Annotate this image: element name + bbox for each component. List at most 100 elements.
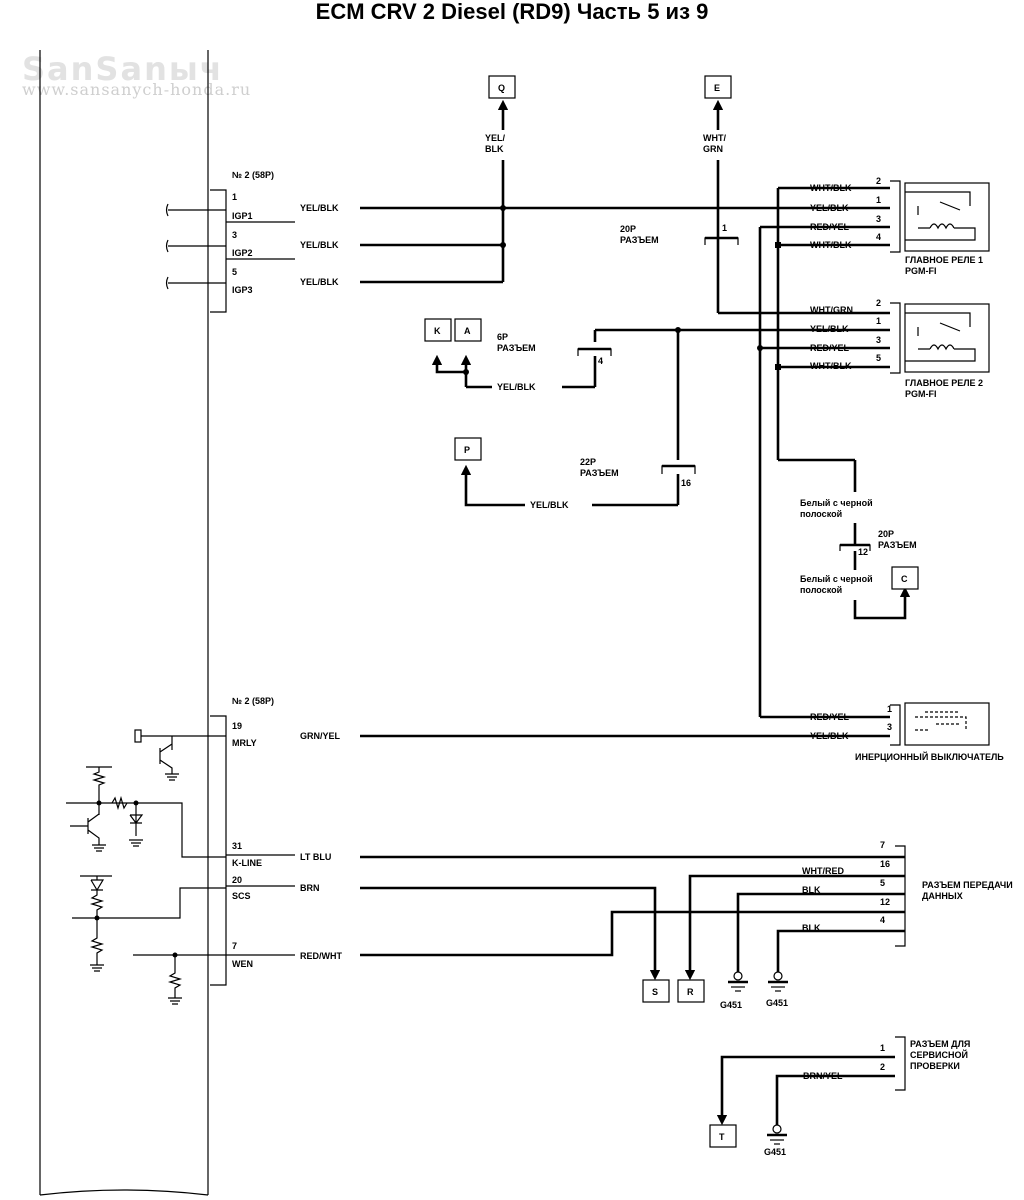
svg-text:RED/YEL: RED/YEL: [810, 712, 850, 722]
connector-label: 20P: [878, 529, 894, 539]
svg-text:2: 2: [880, 1062, 885, 1072]
ref-box-p: P: [464, 445, 470, 455]
wire-label: YEL/BLK: [300, 203, 339, 213]
svg-text:WHT/GRN: WHT/GRN: [810, 305, 853, 315]
page-title: ECM CRV 2 Diesel (RD9) Часть 5 из 9: [315, 0, 709, 24]
svg-text:WEN: WEN: [232, 959, 253, 969]
svg-text:5: 5: [880, 878, 885, 888]
connector-label: РАЗЪЕМ: [580, 468, 619, 478]
wire-label: YEL/BLK: [300, 277, 339, 287]
yel-blk-tree: 4 6P РАЗЪЕМ YEL/BLK K A 16 22P РАЗЪЕМ YE…: [424, 318, 890, 510]
svg-text:MRLY: MRLY: [232, 738, 257, 748]
watermark-brand: SanSanыч: [22, 50, 224, 88]
svg-text:WHT/BLK: WHT/BLK: [810, 183, 852, 193]
svg-text:WHT/RED: WHT/RED: [802, 866, 844, 876]
svg-text:1: 1: [880, 1043, 885, 1053]
main-relay-1: WHT/BLK YEL/BLK RED/YEL WHT/BLK 2 1 3 4 …: [810, 176, 990, 276]
svg-text:7: 7: [232, 941, 237, 951]
connector-label: 6P: [497, 332, 508, 342]
ground-g451-3: G451: [764, 1147, 786, 1157]
connector-pin: 12: [858, 547, 868, 557]
wire-label: LT BLU: [300, 852, 331, 862]
svg-text:20: 20: [232, 875, 242, 885]
ref-box-c: C: [901, 574, 908, 584]
svg-text:G451: G451: [766, 998, 788, 1008]
connector-label: 20P: [620, 224, 636, 234]
ref-box-q: Q: [488, 75, 516, 99]
svg-text:K-LINE: K-LINE: [232, 858, 262, 868]
svg-text:12: 12: [880, 897, 890, 907]
connector-pin: 16: [681, 478, 691, 488]
svg-text:2: 2: [876, 176, 881, 186]
dlc-label: ДАННЫХ: [922, 891, 963, 901]
svg-text:RED/YEL: RED/YEL: [810, 343, 850, 353]
svg-text:WHT/BLK: WHT/BLK: [810, 361, 852, 371]
pin-number: 3: [232, 230, 237, 240]
ref-box-k: K: [434, 326, 441, 336]
ecm-body: [39, 50, 209, 1196]
relay-2-label: PGM-FI: [905, 389, 937, 399]
ground-g451-2: G451: [766, 971, 788, 1008]
wire-label: WHT/: [703, 133, 726, 143]
red-yel-bus: [757, 225, 890, 719]
connector-pin: 1: [722, 223, 727, 233]
pin-name: IGP3: [232, 285, 253, 295]
bottom-wires: GRN/YEL LT BLU BRN RED/WHT: [300, 731, 905, 981]
ref-box-a: A: [464, 326, 471, 336]
inertia-switch-label: ИНЕРЦИОННЫЙ ВЫКЛЮЧАТЕЛЬ: [855, 751, 1004, 762]
svg-text:3: 3: [876, 335, 881, 345]
svg-text:YEL/BLK: YEL/BLK: [810, 731, 849, 741]
wire-label: YEL/BLK: [300, 240, 339, 250]
connector-pin: 4: [598, 356, 603, 366]
svg-text:WHT/BLK: WHT/BLK: [810, 240, 852, 250]
svg-text:3: 3: [887, 722, 892, 732]
wire-note: полоской: [800, 509, 842, 519]
ecm-connector-top-label: № 2 (58P): [232, 170, 274, 180]
ref-box-s: S: [642, 979, 670, 1003]
wire-label: GRN/YEL: [300, 731, 341, 741]
connector-label: РАЗЪЕМ: [497, 343, 536, 353]
svg-text:G451: G451: [720, 1000, 742, 1010]
svg-text:R: R: [687, 987, 694, 997]
ecm-internal-circuits: [66, 729, 226, 1005]
pin-number: 1: [232, 192, 237, 202]
svg-text:5: 5: [876, 353, 881, 363]
dlc-label: РАЗЪЕМ ПЕРЕДАЧИ: [922, 880, 1013, 890]
relay-2-label: ГЛАВНОЕ РЕЛЕ 2: [905, 378, 983, 388]
svg-text:RED/YEL: RED/YEL: [810, 222, 850, 232]
svg-text:1: 1: [876, 195, 881, 205]
ref-box-t: T: [719, 1132, 725, 1142]
svg-text:2: 2: [876, 298, 881, 308]
wire-label: YEL/: [485, 133, 506, 143]
svg-text:E: E: [714, 83, 720, 93]
ecm-connector-top: № 2 (58P) 1 IGP1 3 IGP2 5 IGP3: [165, 170, 295, 313]
ecm-connector-bottom: № 2 (58P) 19 MRLY 31 K-LINE 20 SCS 7 WEN: [210, 696, 295, 986]
wire-label: BRN: [300, 883, 320, 893]
svg-text:BLK: BLK: [802, 923, 821, 933]
pin-name: IGP2: [232, 248, 253, 258]
service-label: РАЗЪЕМ ДЛЯ: [910, 1039, 970, 1049]
igp-wires: YEL/BLK YEL/BLK YEL/BLK YEL/ BLK: [300, 99, 890, 287]
svg-text:19: 19: [232, 721, 242, 731]
pin-name: IGP1: [232, 211, 253, 221]
wire-note: полоской: [800, 585, 842, 595]
watermark-url: www.sansanych-honda.ru: [22, 80, 252, 99]
connector-label: 22P: [580, 457, 596, 467]
ref-box-r: R: [677, 979, 705, 1003]
pin-number: 5: [232, 267, 237, 277]
svg-text:Q: Q: [498, 83, 505, 93]
wire-label: RED/WHT: [300, 951, 342, 961]
svg-text:4: 4: [880, 915, 885, 925]
wire-label: GRN: [703, 144, 723, 154]
ecm-connector-bottom-label: № 2 (58P): [232, 696, 274, 706]
svg-text:S: S: [652, 987, 658, 997]
wire-note: Белый с черной: [800, 498, 873, 508]
svg-text:SCS: SCS: [232, 891, 251, 901]
service-label: СЕРВИСНОЙ: [910, 1049, 968, 1060]
ref-box-e: E: [704, 75, 732, 99]
svg-text:1: 1: [876, 316, 881, 326]
service-label: ПРОВЕРКИ: [910, 1061, 960, 1071]
connector-label: РАЗЪЕМ: [620, 235, 659, 245]
wht-blk-bus: Белый с черной полоской 12 20P РАЗЪЕМ Бе…: [775, 186, 919, 620]
